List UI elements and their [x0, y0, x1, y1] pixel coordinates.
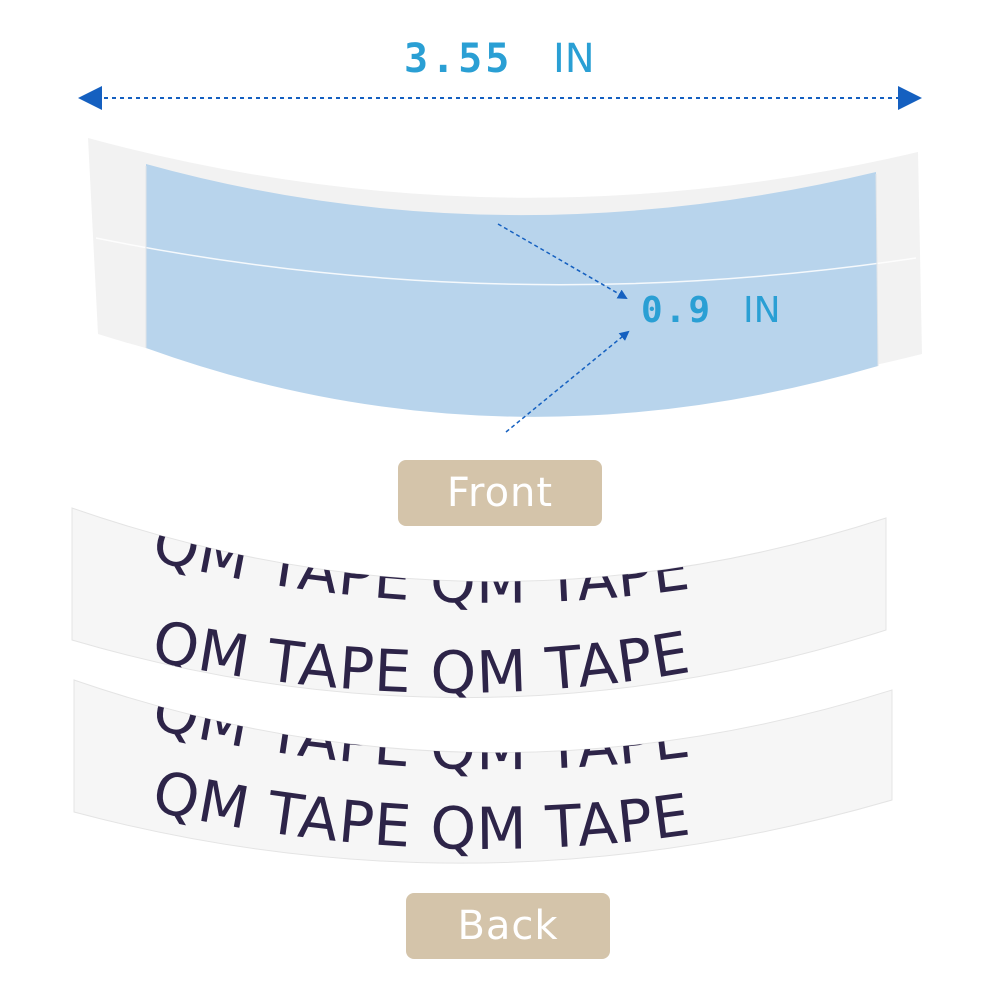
- arrow-left-icon: [78, 86, 102, 110]
- back-tape-strip: QM TAPE QM TAPE QM TAPE QM TAPE: [71, 507, 887, 699]
- width-value: 3.55: [404, 36, 512, 82]
- front-label: Front: [398, 460, 602, 526]
- back-tape-strip: QM TAPE QM TAPE QM TAPE QM TAPE: [73, 679, 893, 864]
- front-tape-adhesive: [146, 164, 878, 417]
- front-tape: [88, 138, 922, 417]
- height-unit: IN: [743, 290, 781, 331]
- height-value: 0.9: [641, 290, 712, 331]
- back-label: Back: [406, 893, 610, 959]
- width-unit: IN: [553, 36, 595, 82]
- tape-fold-line: [95, 237, 917, 286]
- arrow-right-icon: [898, 86, 922, 110]
- width-dimension-line: [78, 86, 922, 110]
- height-dimension-arrows: [497, 223, 630, 433]
